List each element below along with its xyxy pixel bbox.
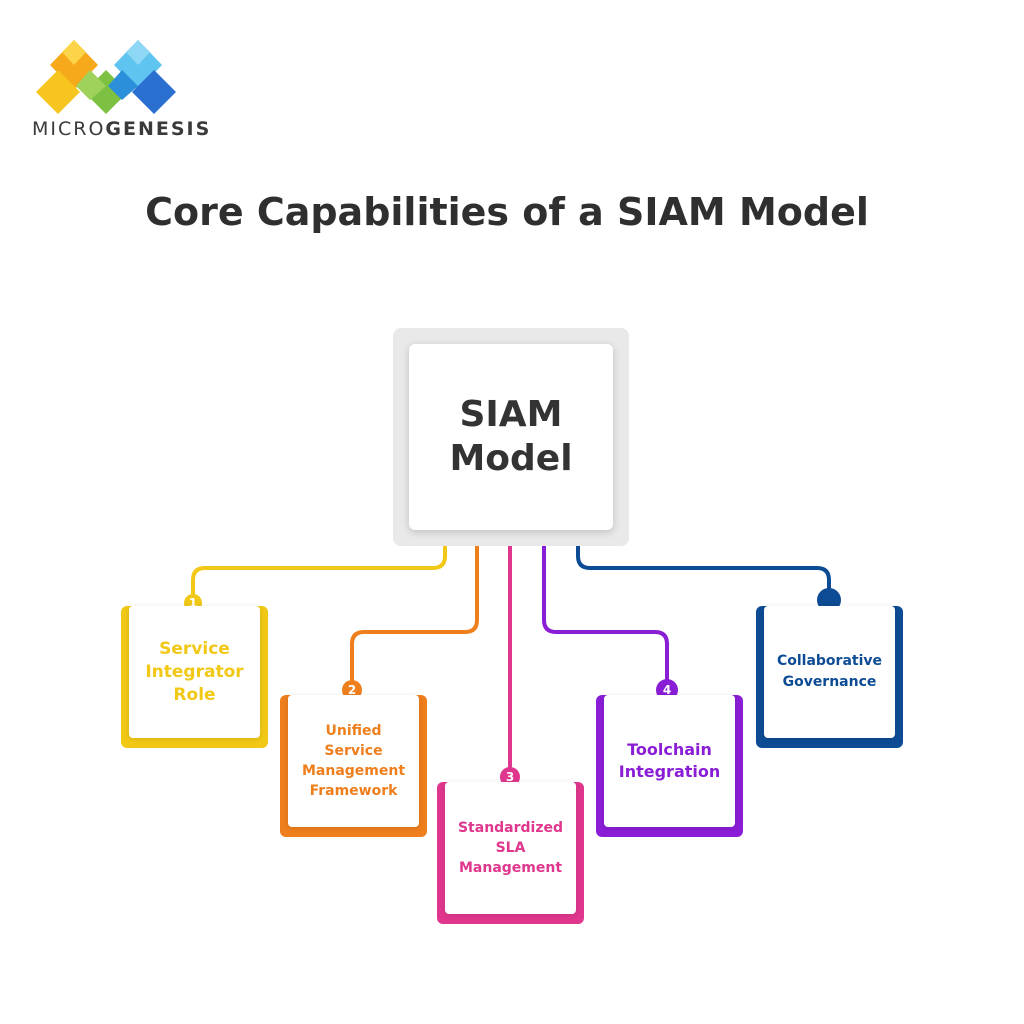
capability-card-1: Service Integrator Role: [121, 606, 268, 748]
connector-2: [350, 530, 479, 690]
card-label-1: Service Integrator Role: [145, 638, 244, 705]
badge-number-4: 4: [663, 683, 671, 697]
card-label-2: Unified Service Management Framework: [301, 723, 406, 799]
microgenesis-logo: [28, 30, 188, 145]
center-box: SIAM Model: [409, 344, 613, 530]
badge-number-2: 2: [348, 683, 356, 697]
card-label-5: Collaborative Governance: [776, 653, 883, 690]
connector-1: [191, 530, 447, 603]
badge-number-3: 3: [506, 770, 514, 784]
badge-number-1: 1: [189, 596, 197, 610]
center-line-2: Model: [449, 438, 573, 479]
connector-4: [542, 530, 669, 690]
page-title: Core Capabilities of a SIAM Model: [145, 190, 869, 234]
logo-text-bold: GENESIS: [105, 118, 212, 140]
logo-diamonds-icon: [36, 40, 176, 114]
capability-card-3: Standardized SLA Management: [437, 782, 584, 924]
logo-text-light: MICRO: [32, 118, 106, 140]
capability-card-4: Toolchain Integration: [596, 695, 743, 837]
card-label-4: Toolchain Integration: [618, 740, 721, 781]
connector-5: [576, 530, 831, 600]
center-line-1: SIAM: [459, 394, 563, 435]
capability-card-2: Unified Service Management Framework: [280, 695, 427, 837]
capability-card-5: Collaborative Governance: [756, 606, 903, 748]
card-label-3: Standardized SLA Management: [457, 820, 564, 876]
logo-wordmark: MICROGENESIS: [32, 118, 211, 140]
